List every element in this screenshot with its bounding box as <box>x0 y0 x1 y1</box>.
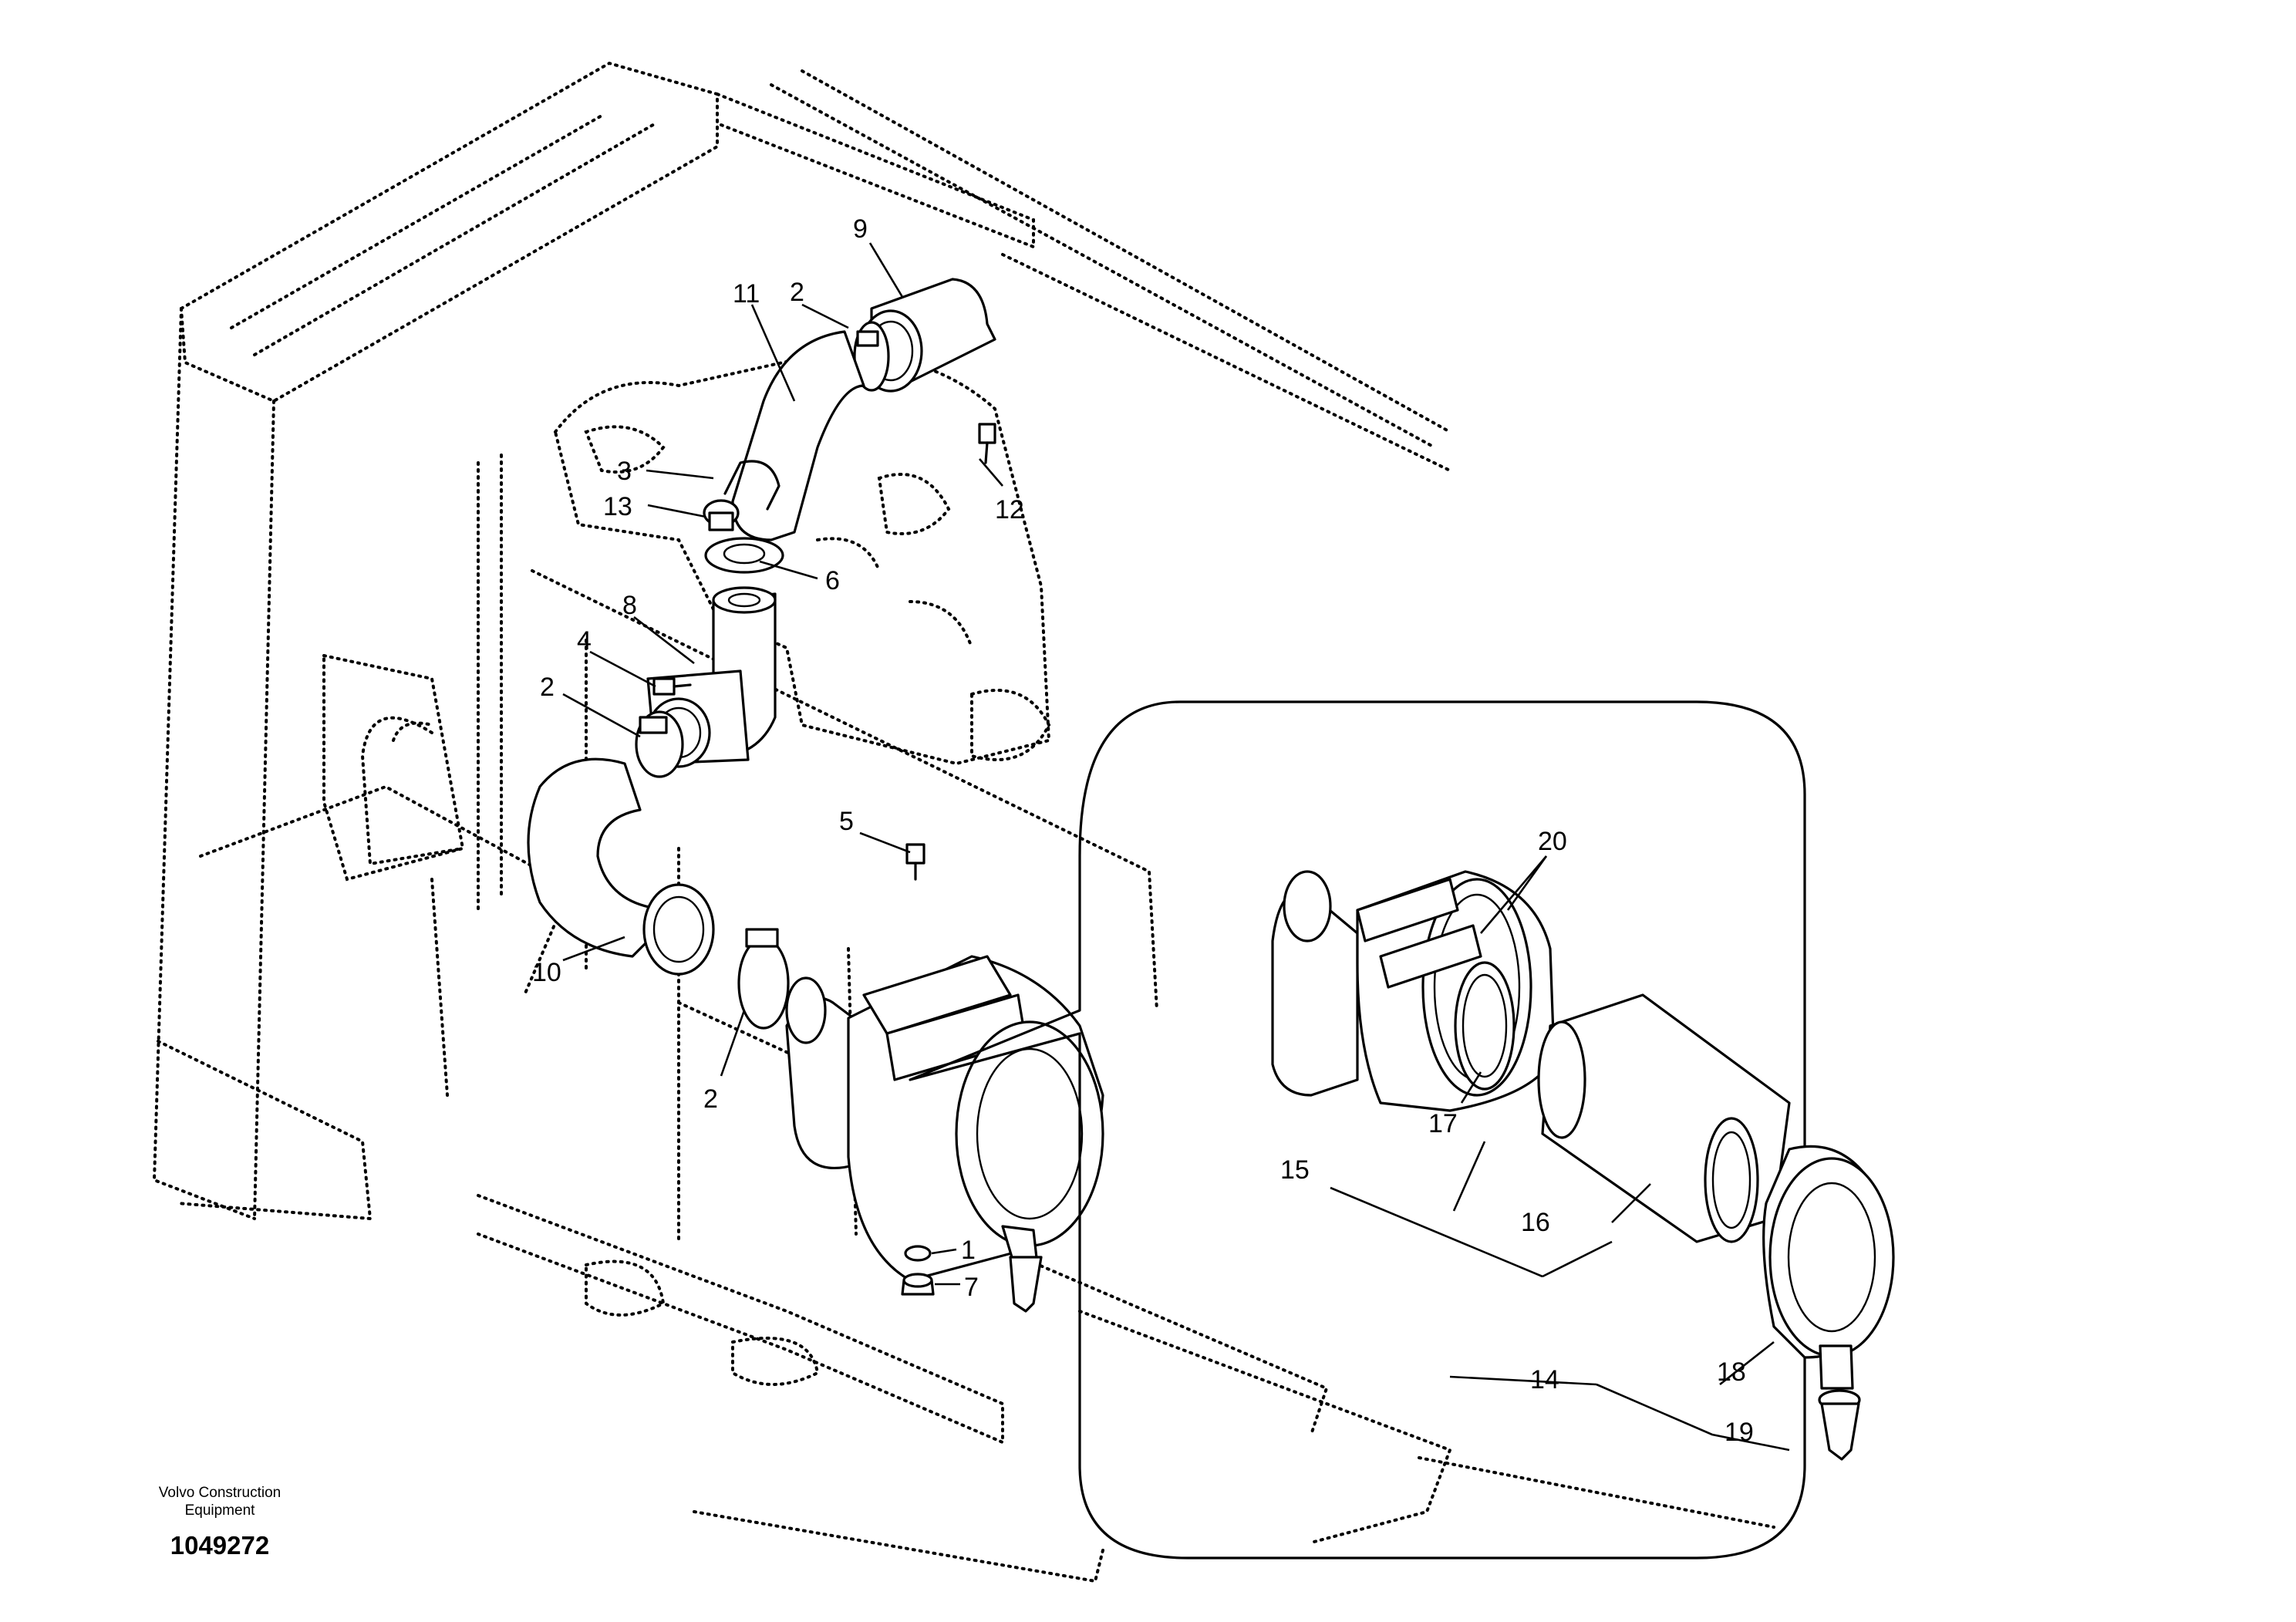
hose-clamp-lower <box>737 928 790 1030</box>
callout-1: 1 <box>961 1236 976 1265</box>
callout-19: 19 <box>1725 1418 1754 1447</box>
callout-2: 2 <box>790 278 804 307</box>
hose-10 <box>527 757 715 976</box>
inset-safety-filter-17 <box>1454 961 1515 1091</box>
inset-cover-18 <box>1762 1145 1895 1390</box>
callout-labels: 9 2 11 12 3 13 6 8 4 2 5 10 2 1 7 20 17 … <box>532 214 1754 1447</box>
washer-1 <box>904 1245 932 1262</box>
bolt-5 <box>905 843 925 881</box>
callout-leaders <box>562 242 1790 1452</box>
drawing-number: 1049272 <box>170 1531 270 1560</box>
callout-11: 11 <box>733 279 760 309</box>
inset-primary-filter-16 <box>1537 993 1791 1243</box>
callout-15: 15 <box>1280 1155 1310 1185</box>
inset-drain-valve-19 <box>1818 1389 1861 1461</box>
callout-13: 13 <box>603 492 632 521</box>
publisher-line-2: Equipment <box>184 1502 255 1519</box>
callout-7: 7 <box>964 1273 979 1302</box>
callout-10: 10 <box>532 958 561 987</box>
callout-8: 8 <box>622 591 637 620</box>
inset-clamps-20 <box>1356 878 1482 989</box>
detail-inset-frame <box>909 700 1806 1560</box>
callout-20: 20 <box>1538 827 1567 856</box>
callout-3: 3 <box>617 457 632 486</box>
publisher-credit: Volvo Construction Equipment <box>116 1484 324 1519</box>
callout-14: 14 <box>1530 1365 1559 1394</box>
nut-7 <box>901 1273 935 1296</box>
callout-4: 4 <box>577 626 592 656</box>
callout-5: 5 <box>839 807 854 836</box>
air-cleaner-14 <box>785 955 1104 1282</box>
callout-2: 2 <box>703 1084 718 1114</box>
callout-9: 9 <box>853 214 868 244</box>
drain-valve-lower <box>1009 1256 1043 1313</box>
callout-6: 6 <box>825 566 840 595</box>
hose-11 <box>723 330 865 541</box>
callout-18: 18 <box>1717 1357 1746 1387</box>
callout-16: 16 <box>1521 1208 1550 1237</box>
callout-17: 17 <box>1428 1109 1458 1138</box>
callout-2: 2 <box>540 673 555 702</box>
hose-clamp-upper <box>853 321 890 392</box>
publisher-line-1: Volvo Construction <box>158 1485 282 1501</box>
machine-frame-outline <box>152 61 1775 1583</box>
flange-6 <box>704 537 784 574</box>
hose-clamp-middle <box>635 710 684 778</box>
bolt-12 <box>978 423 996 464</box>
callout-12: 12 <box>995 495 1024 524</box>
bolt-4 <box>652 677 692 696</box>
sensor-13 <box>703 499 740 531</box>
